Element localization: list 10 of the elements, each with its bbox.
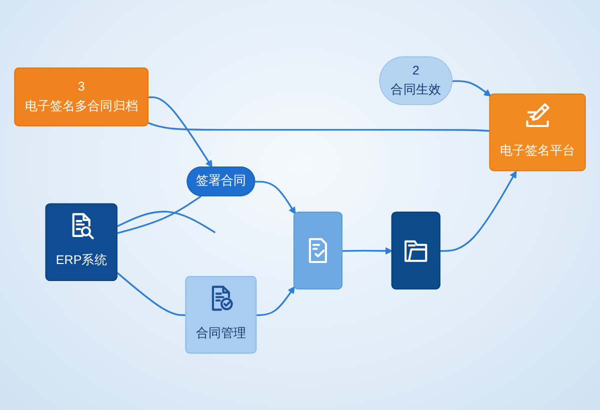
arrow bbox=[440, 170, 517, 252]
connector bbox=[117, 196, 202, 234]
connector bbox=[116, 272, 186, 316]
arrow bbox=[452, 80, 492, 97]
connector bbox=[116, 210, 216, 234]
arrow bbox=[255, 180, 296, 214]
connector bbox=[148, 122, 490, 132]
arrow bbox=[148, 96, 212, 168]
arrow bbox=[256, 286, 295, 316]
arrow bbox=[342, 247, 393, 255]
